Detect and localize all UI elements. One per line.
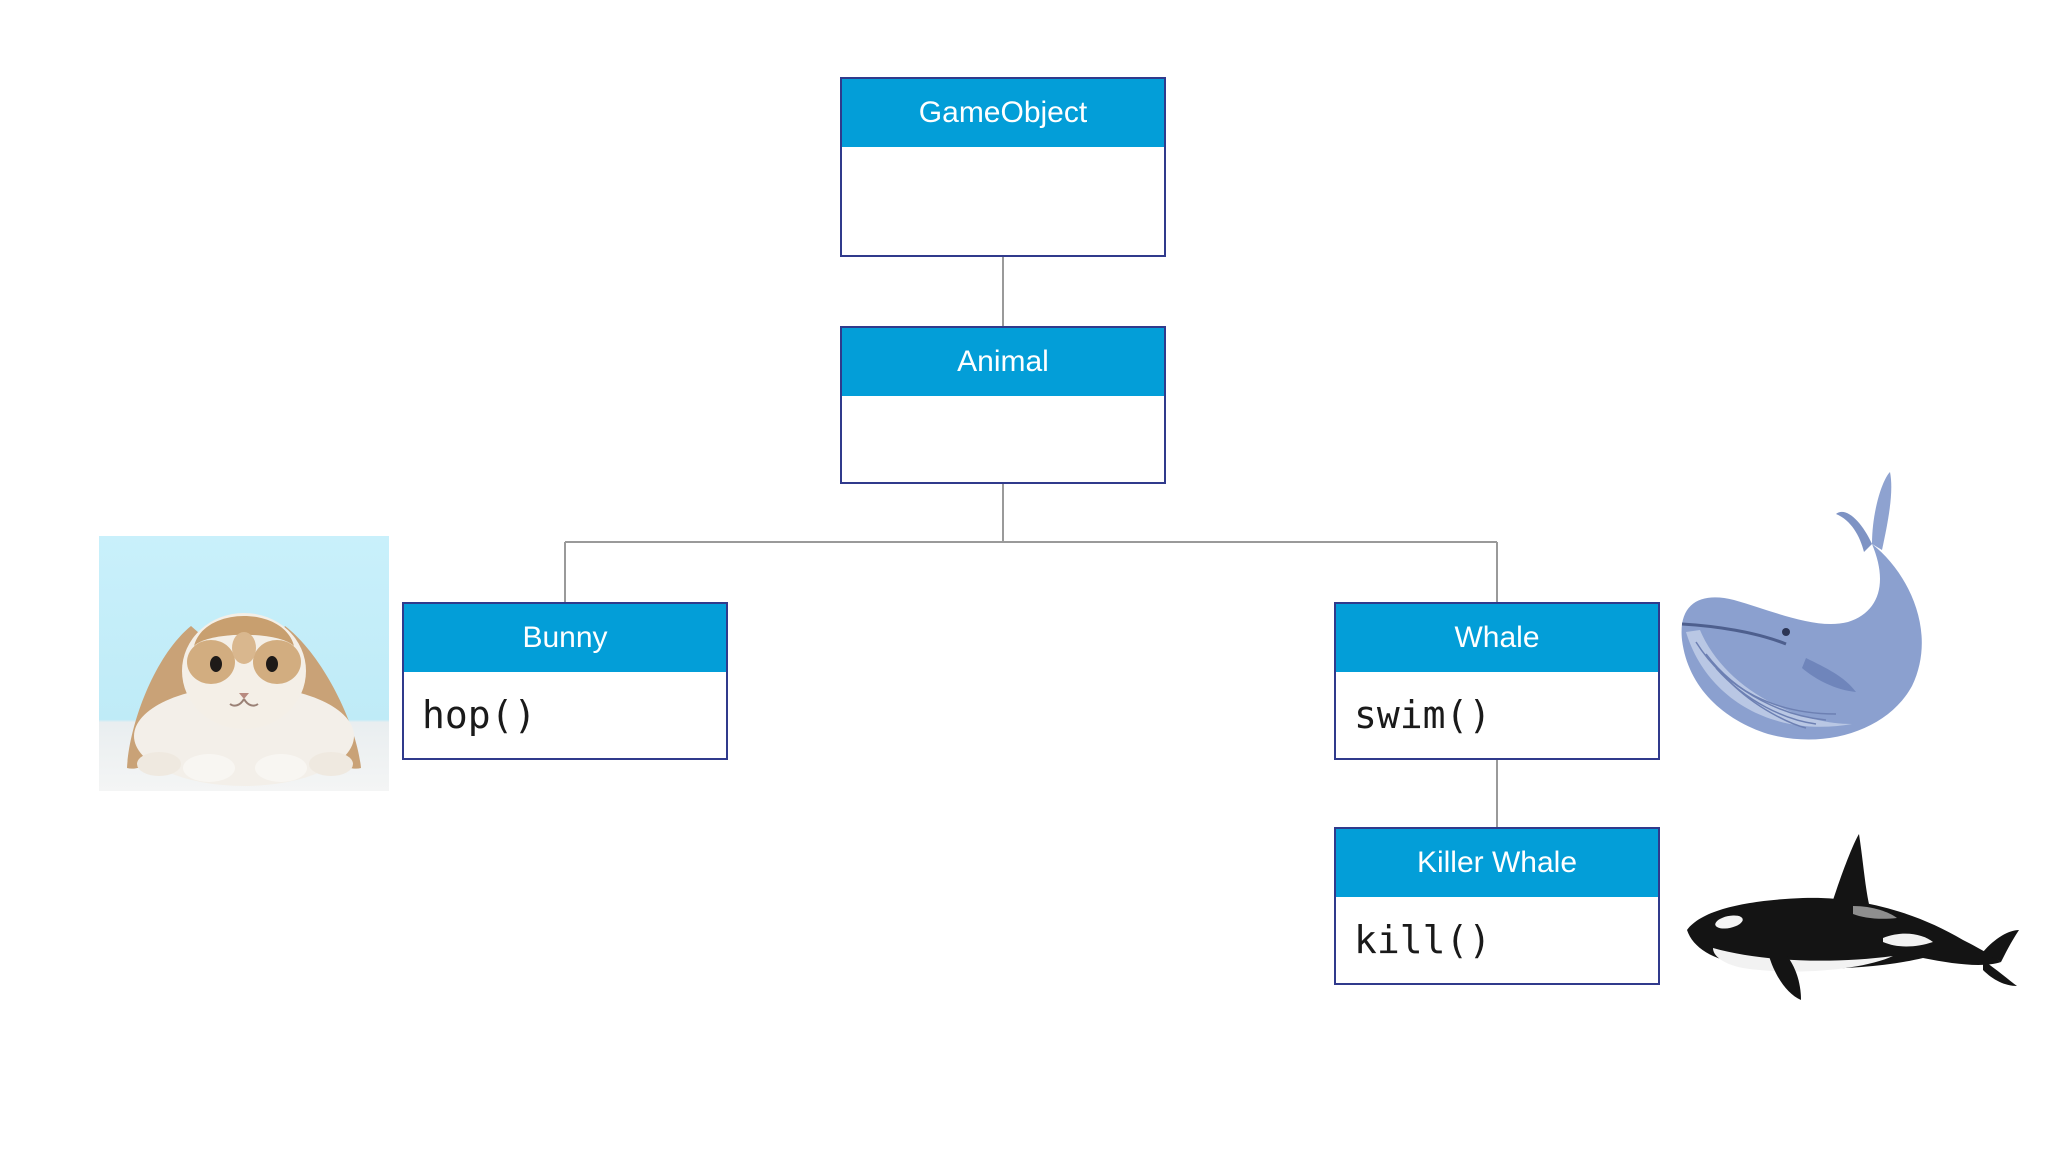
- killer-whale-illustration: [1687, 834, 2019, 1000]
- class-whale: Whale swim(): [1334, 602, 1660, 760]
- class-methods: kill(): [1354, 918, 1492, 962]
- class-killer-whale: Killer Whale kill(): [1334, 827, 1660, 985]
- class-name: GameObject: [842, 79, 1164, 147]
- class-methods: hop(): [422, 693, 537, 737]
- bunny-photo: [99, 536, 389, 791]
- class-methods: swim(): [1354, 693, 1492, 737]
- class-name: Bunny: [404, 604, 726, 672]
- class-methods: [842, 147, 1164, 255]
- class-bunny: Bunny hop(): [402, 602, 728, 760]
- class-name: Killer Whale: [1336, 829, 1658, 897]
- class-methods: [842, 396, 1164, 482]
- class-name: Whale: [1336, 604, 1658, 672]
- whale-illustration: [1681, 472, 1922, 740]
- class-animal: Animal: [840, 326, 1166, 484]
- class-name: Animal: [842, 328, 1164, 396]
- class-gameobject: GameObject: [840, 77, 1166, 257]
